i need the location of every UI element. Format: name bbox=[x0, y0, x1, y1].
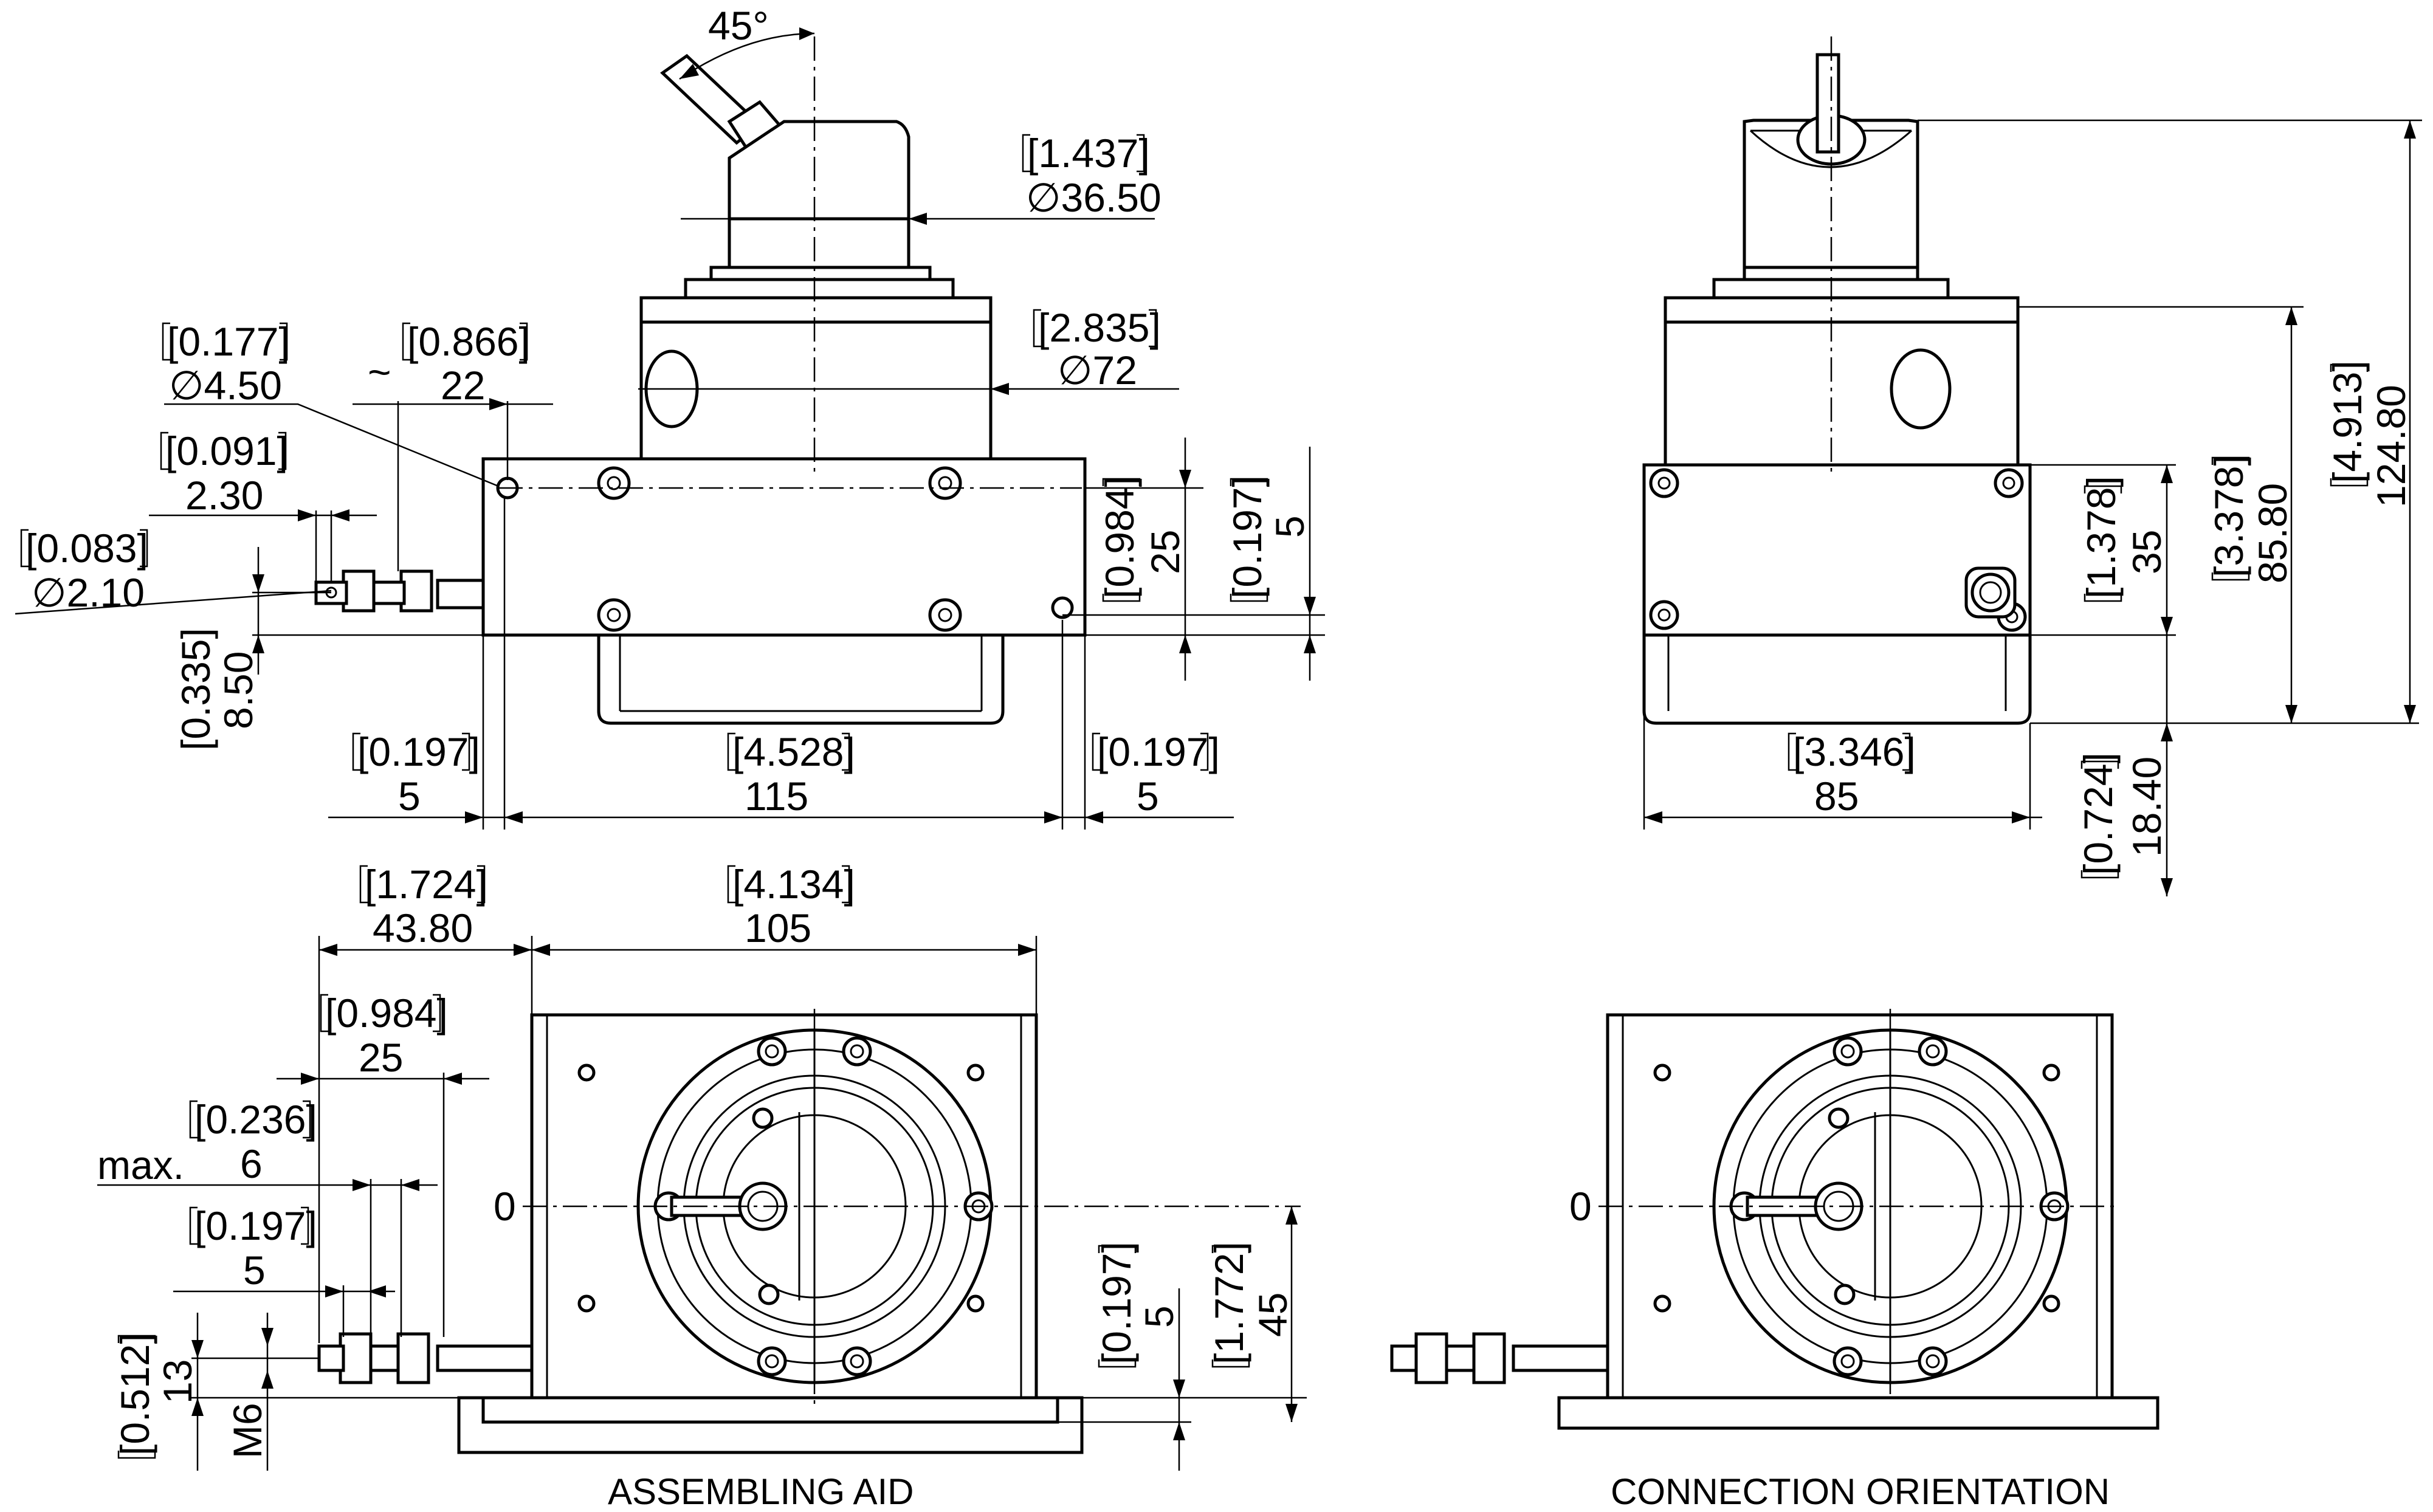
main-block bbox=[481, 457, 1087, 637]
top-housing-base bbox=[728, 217, 910, 269]
dim-a-mm: 43.80 bbox=[373, 905, 473, 950]
dim-hole-diameter-mm: ∅4.50 bbox=[169, 363, 282, 408]
label-thread: M6 bbox=[225, 1403, 270, 1459]
side-view: [1.378] 35 [3.378] 85.80 [4.913] 124.80 … bbox=[1642, 36, 2422, 896]
dim-cable-diameter-in: [1.437] bbox=[1027, 131, 1150, 176]
dim-cable-diameter-mm: ∅36.50 bbox=[1026, 175, 1161, 220]
assembly-screws bbox=[577, 1036, 994, 1376]
dim-side-width-mm: 85 bbox=[1814, 774, 1859, 819]
dim-side-height3-in: [4.913] bbox=[2325, 360, 2370, 483]
dim-edge1-in: [0.197] bbox=[357, 729, 480, 774]
front-view: 45° [1.437] ∅36.50 [2.835] ∅72 [0.177] ∅… bbox=[15, 3, 1325, 830]
dim-side-height4-in: [0.724] bbox=[2076, 752, 2121, 875]
wire-fitting bbox=[314, 569, 485, 613]
label-zero-connection: 0 bbox=[1569, 1184, 1592, 1229]
dim-height3-in: [0.197] bbox=[1225, 476, 1270, 599]
dim-offset-in: [0.866] bbox=[407, 319, 530, 364]
dim-offset-mm: 22 bbox=[441, 363, 485, 408]
dim-housing-diameter-mm: ∅72 bbox=[1058, 348, 1137, 393]
dim-d-in: [0.236] bbox=[194, 1097, 317, 1142]
dim-side-height2-mm: 85.80 bbox=[2250, 483, 2295, 583]
dim-side-width-in: [3.346] bbox=[1793, 729, 1916, 774]
dim-h-mm: 45 bbox=[1250, 1293, 1295, 1337]
dim-height3-mm: 5 bbox=[1267, 515, 1312, 538]
flange bbox=[639, 266, 993, 324]
dim-d-mm: 6 bbox=[240, 1141, 263, 1186]
dim-length-in: [4.528] bbox=[732, 729, 855, 774]
dim-wire-diameter-in: [0.083] bbox=[26, 526, 148, 571]
dim-edge2-in: [0.197] bbox=[1097, 729, 1220, 774]
dim-height1-mm: 8.50 bbox=[216, 651, 261, 729]
dim-g-mm: 5 bbox=[1137, 1305, 1182, 1328]
label-angle: 45° bbox=[708, 3, 769, 48]
dim-c-mm: 25 bbox=[359, 1035, 403, 1080]
dim-h-in: [1.772] bbox=[1206, 1242, 1251, 1364]
label-max: max. bbox=[97, 1143, 184, 1187]
dim-edge2-mm: 5 bbox=[1137, 774, 1159, 819]
dim-f-mm: 13 bbox=[155, 1359, 200, 1404]
dim-side-height3-mm: 124.80 bbox=[2369, 385, 2414, 507]
dim-width1-mm: 2.30 bbox=[185, 473, 263, 518]
dim-c-in: [0.984] bbox=[325, 991, 448, 1036]
label-zero-assembling: 0 bbox=[494, 1184, 516, 1229]
dim-b-mm: 105 bbox=[745, 905, 811, 950]
dim-side-height1-in: [1.378] bbox=[2079, 476, 2124, 599]
dim-a-in: [1.724] bbox=[365, 862, 487, 907]
dim-side-height2-in: [3.378] bbox=[2206, 455, 2251, 577]
dim-g-in: [0.197] bbox=[1094, 1242, 1139, 1364]
dim-length-mm: 115 bbox=[745, 774, 808, 819]
dim-height2-in: [0.984] bbox=[1097, 476, 1142, 599]
caption-connection-orientation: CONNECTION ORIENTATION bbox=[1611, 1471, 2110, 1512]
label-approx: ~ bbox=[368, 349, 391, 394]
dim-height1-in: [0.335] bbox=[173, 628, 218, 751]
dim-side-height1-mm: 35 bbox=[2124, 530, 2169, 574]
dim-hole-diameter-in: [0.177] bbox=[167, 319, 290, 364]
dim-housing-diameter-in: [2.835] bbox=[1038, 305, 1161, 350]
screw-heads bbox=[496, 466, 1074, 632]
dim-width1-in: [0.091] bbox=[165, 428, 288, 473]
assembling-view: 0 [1.724] 43.80 [4.134] 105 [0.984] 25 m… bbox=[97, 862, 1307, 1512]
connection-view: 0 CONNECTION ORIENTATION bbox=[1390, 1009, 2159, 1512]
dim-e-mm: 5 bbox=[243, 1248, 266, 1293]
caption-assembling-aid: ASSEMBLING AID bbox=[608, 1471, 914, 1512]
dim-f-in: [0.512] bbox=[112, 1333, 157, 1455]
dim-side-height4-mm: 18.40 bbox=[2124, 757, 2169, 857]
dim-edge1-mm: 5 bbox=[398, 774, 421, 819]
lower-block bbox=[597, 633, 1005, 725]
dim-e-in: [0.197] bbox=[194, 1203, 317, 1248]
dim-b-in: [4.134] bbox=[732, 862, 855, 907]
dim-height2-mm: 25 bbox=[1143, 530, 1188, 574]
side-flange bbox=[1664, 266, 2020, 324]
dim-wire-diameter-mm: ∅2.10 bbox=[32, 570, 145, 615]
